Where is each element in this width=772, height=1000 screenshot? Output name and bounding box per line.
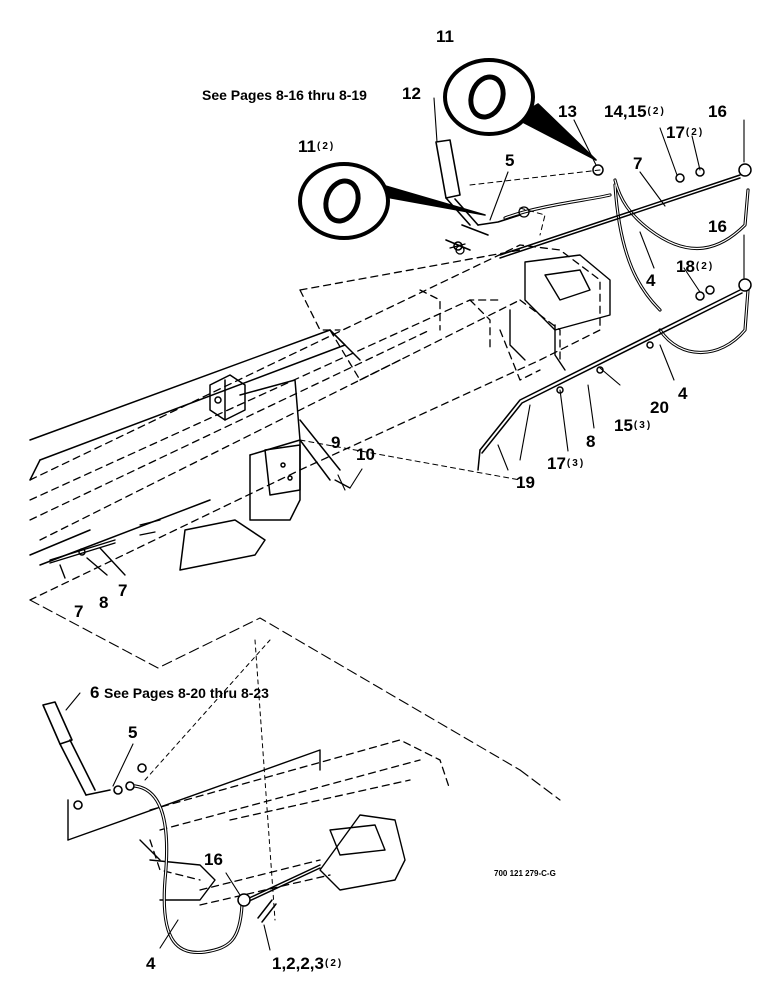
callout-17: 17(2) [666, 124, 704, 141]
callout-number: 7 [633, 154, 643, 173]
tube-end-left [49, 539, 126, 579]
callout-number: 5 [505, 151, 515, 170]
figure-code: 700 121 279-C-G [494, 869, 556, 878]
callout-qty: (2) [695, 261, 715, 272]
callout-15: 15(3) [614, 417, 652, 434]
callout-8: 8 [586, 433, 596, 450]
callout-qty: (2) [647, 106, 666, 117]
oring-icon [317, 173, 367, 229]
oring-detail-upper [443, 58, 535, 136]
lift-cylinder-lower [42, 701, 147, 810]
callout-number: 4 [678, 384, 688, 403]
callout-number: 5 [128, 723, 138, 742]
lower-frame-solid [67, 749, 406, 901]
callout-12: 12 [402, 85, 422, 102]
upper-bracket [209, 374, 341, 521]
callout-number: 11 [298, 137, 316, 156]
lower-frame [149, 739, 451, 906]
callout-4: 4 [146, 955, 156, 972]
leader-lines-lower [65, 692, 271, 951]
callout-6: 6 [90, 684, 100, 701]
callout-18: 18(2) [676, 258, 714, 275]
callout-number: 7 [118, 581, 128, 600]
reference-note-lower: See Pages 8-20 thru 8-23 [104, 685, 269, 701]
callout-number: 14,15 [604, 102, 647, 121]
oring-leaders [374, 103, 597, 216]
callout-number: 8 [586, 432, 596, 451]
callout-11-qty: 11(2) [298, 138, 335, 155]
callout-qty: (2) [685, 127, 705, 138]
callout-number: 9 [331, 433, 341, 452]
callout-number: 8 [99, 593, 109, 612]
callout-13: 13 [558, 103, 578, 120]
callout-number: 4 [646, 271, 656, 290]
callout-8: 8 [99, 594, 109, 611]
callout-number: 20 [650, 398, 669, 417]
callout-number: 7 [74, 602, 84, 621]
callout-1-2-2-3: 1,2,2,3(2) [272, 955, 343, 972]
reference-note-upper: See Pages 8-16 thru 8-19 [202, 87, 367, 103]
cut-boundary [29, 599, 561, 801]
callout-number: 12 [402, 84, 421, 103]
callout-10: 10 [356, 446, 376, 463]
upper-beam [29, 329, 361, 571]
callout-7: 7 [74, 603, 84, 620]
bolt-group-upper-left [139, 206, 530, 536]
callout-number: 16 [708, 217, 727, 236]
hoses-upper-core [504, 179, 749, 353]
callout-4: 4 [646, 272, 656, 289]
callout-9: 9 [331, 434, 341, 451]
callout-20: 20 [650, 399, 670, 416]
callout-number: 6 [90, 683, 100, 702]
callout-number: 4 [146, 954, 156, 973]
callout-17-qty: 17(3) [547, 455, 585, 472]
callout-number: 11 [436, 27, 454, 46]
oring-detail-lower [298, 162, 390, 240]
callout-number: 10 [356, 445, 375, 464]
callout-4: 4 [678, 385, 688, 402]
callout-7: 7 [118, 582, 128, 599]
callout-19: 19 [516, 474, 536, 491]
callout-16: 16 [204, 851, 224, 868]
leader-lines-upper [337, 97, 745, 491]
callout-number: 18 [676, 257, 695, 276]
upper-mount-plate [509, 254, 611, 371]
callout-7: 7 [633, 155, 643, 172]
callout-number: 17 [666, 123, 685, 142]
callout-number: 17 [547, 454, 566, 473]
callout-number: 16 [708, 102, 727, 121]
tube-lines-upper [477, 163, 752, 471]
callout-16: 16 [708, 218, 728, 235]
callout-14-15: 14,15(2) [604, 103, 666, 120]
callout-qty: (3) [633, 420, 653, 431]
upper-frame [29, 244, 601, 601]
callout-number: 13 [558, 102, 577, 121]
hose-lower-core [134, 785, 243, 954]
callout-5: 5 [128, 724, 138, 741]
callout-number: 16 [204, 850, 223, 869]
callout-16: 16 [708, 103, 728, 120]
oring-icon [462, 69, 512, 125]
callout-qty: (2) [325, 958, 344, 969]
callout-11: 11 [436, 28, 455, 45]
callout-number: 19 [516, 473, 535, 492]
leader-dashed-lower [144, 639, 276, 921]
callout-qty: (2) [316, 141, 336, 152]
callout-number: 15 [614, 416, 633, 435]
callout-qty: (3) [566, 458, 586, 469]
callout-number: 1,2,2,3 [272, 954, 324, 973]
callout-5: 5 [505, 152, 515, 169]
